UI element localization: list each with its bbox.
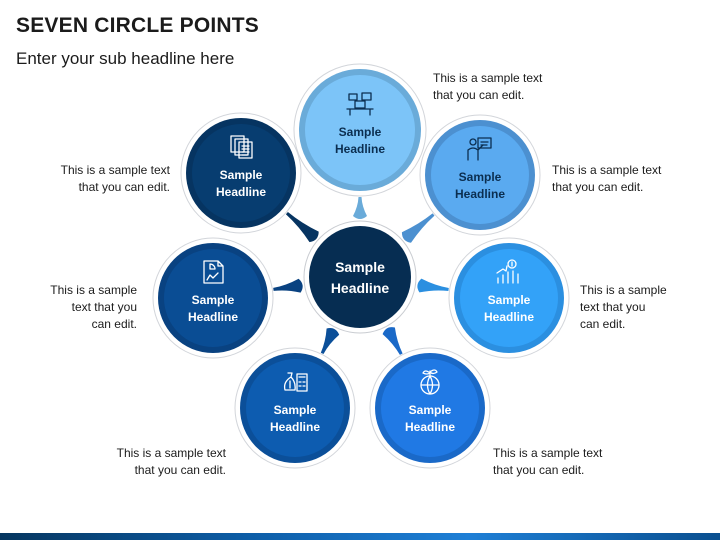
desc-3-line3: can edit. [580,317,626,331]
circle-2-label-line2: Headline [455,187,505,201]
slide-title: SEVEN CIRCLE POINTS [16,14,260,37]
desc-5-line1: This is a sample text [116,446,226,460]
connector-3 [417,278,449,293]
circle-1-label-line1: Sample [339,125,382,139]
desc-5: This is a sample text that you can edit. [96,445,226,479]
circle-3-label-line2: Headline [484,310,534,324]
globe-plant-icon [420,369,440,395]
connectors [273,197,449,355]
growth-chart-dollar-icon [496,259,519,284]
bottom-accent-bar [0,533,720,540]
desc-7-line2: that you can edit. [78,180,170,194]
connector-7 [285,212,319,243]
desc-3-line1: This is a sample [580,283,667,297]
desc-5-line2: that you can edit. [134,463,226,477]
presenter-board-icon [467,137,492,161]
circle-7-label-line2: Headline [216,185,266,199]
desc-6-line3: can edit. [91,317,137,331]
circle-6-label-line2: Headline [188,310,238,324]
money-bag-calculator-icon [283,372,308,392]
slide-subtitle: Enter your sub headline here [16,49,235,68]
desc-3-line2: text that you [580,300,646,314]
desc-4-line1: This is a sample text [493,446,603,460]
circle-2-label-line1: Sample [459,170,502,184]
desc-7-line1: This is a sample text [60,163,170,177]
desc-1-line2: that you can edit. [433,88,525,102]
desc-4: This is a sample text that you can edit. [493,445,602,479]
connector-1 [353,197,367,219]
desc-1-line1: This is a sample text [433,71,543,85]
desc-1: This is a sample text that you can edit. [433,70,542,104]
boxes-on-table-icon [346,92,374,116]
desc-2-line2: that you can edit. [552,180,644,194]
circle-4-label-line2: Headline [405,420,455,434]
desc-6: This is a sample text that you can edit. [40,282,137,333]
circle-6-label-line1: Sample [192,293,235,307]
circle-3-label-line1: Sample [488,293,531,307]
center-circle: Sample Headline [303,220,417,334]
circle-4-label-line1: Sample [409,403,452,417]
center-label-line2: Headline [331,280,390,296]
desc-6-line2: text that you [71,300,137,314]
connector-4 [382,327,403,355]
desc-4-line2: that you can edit. [493,463,585,477]
circle-7-label-line1: Sample [220,168,263,182]
desc-2: This is a sample text that you can edit. [552,162,661,196]
circles: SampleHeadlineSampleHeadlineSampleHeadli… [152,63,570,469]
circle-5-label-line2: Headline [270,420,320,434]
report-chart-icon [203,260,224,284]
connector-5 [320,328,340,354]
circle-5-label-line1: Sample [274,403,317,417]
documents-stack-icon [230,135,253,159]
center-label-line1: Sample [335,259,385,275]
connector-2 [401,213,435,243]
desc-6-line1: This is a sample [50,283,137,297]
desc-3: This is a sample text that you can edit. [580,282,667,333]
desc-7: This is a sample text that you can edit. [40,162,170,196]
circle-1-label-line2: Headline [335,142,385,156]
connector-6 [273,278,303,293]
desc-2-line1: This is a sample text [552,163,662,177]
